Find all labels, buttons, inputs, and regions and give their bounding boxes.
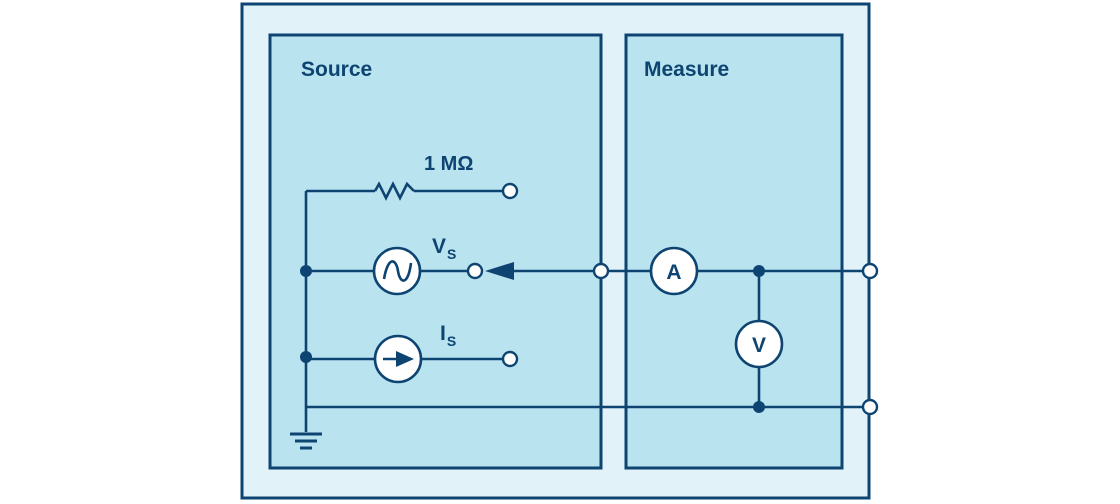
switch-arrow-icon <box>485 262 514 280</box>
measure-panel-title: Measure <box>644 58 729 81</box>
output-terminal-high <box>861 262 879 280</box>
output-terminal-low <box>861 398 879 416</box>
ground-icon <box>290 432 322 450</box>
voltage-source-label: VS <box>432 235 456 262</box>
measure-panel <box>624 33 844 470</box>
junction-node <box>753 401 765 413</box>
ac-sine-icon <box>382 260 413 282</box>
source-panel-title: Source <box>301 58 372 81</box>
voltmeter: V <box>734 319 784 369</box>
source-output-terminal <box>592 262 610 280</box>
voltage-source-terminal <box>466 262 484 280</box>
vs-label-sub: S <box>447 246 456 262</box>
resistor-terminal <box>501 182 519 200</box>
junction-node <box>753 265 765 277</box>
voltmeter-symbol <box>734 319 784 369</box>
current-source-terminal <box>501 350 519 368</box>
junction-node <box>300 265 312 277</box>
voltage-source-branch: VS <box>306 235 484 296</box>
resistor-icon <box>373 181 415 201</box>
current-source-branch: IS <box>306 322 519 384</box>
ammeter-label: A <box>666 261 681 284</box>
junction-node <box>300 351 312 363</box>
is-label-sub: S <box>447 333 456 349</box>
ammeter: A <box>649 246 699 296</box>
voltmeter-label: V <box>752 334 766 357</box>
source-panel <box>268 33 603 470</box>
vs-label-main: V <box>432 235 446 258</box>
resistor-branch: 1 MΩ <box>306 153 519 201</box>
is-label-main: I <box>440 322 446 345</box>
current-source-label: IS <box>440 322 456 349</box>
arrow-right-icon <box>396 351 414 367</box>
resistor-label: 1 MΩ <box>424 153 473 175</box>
